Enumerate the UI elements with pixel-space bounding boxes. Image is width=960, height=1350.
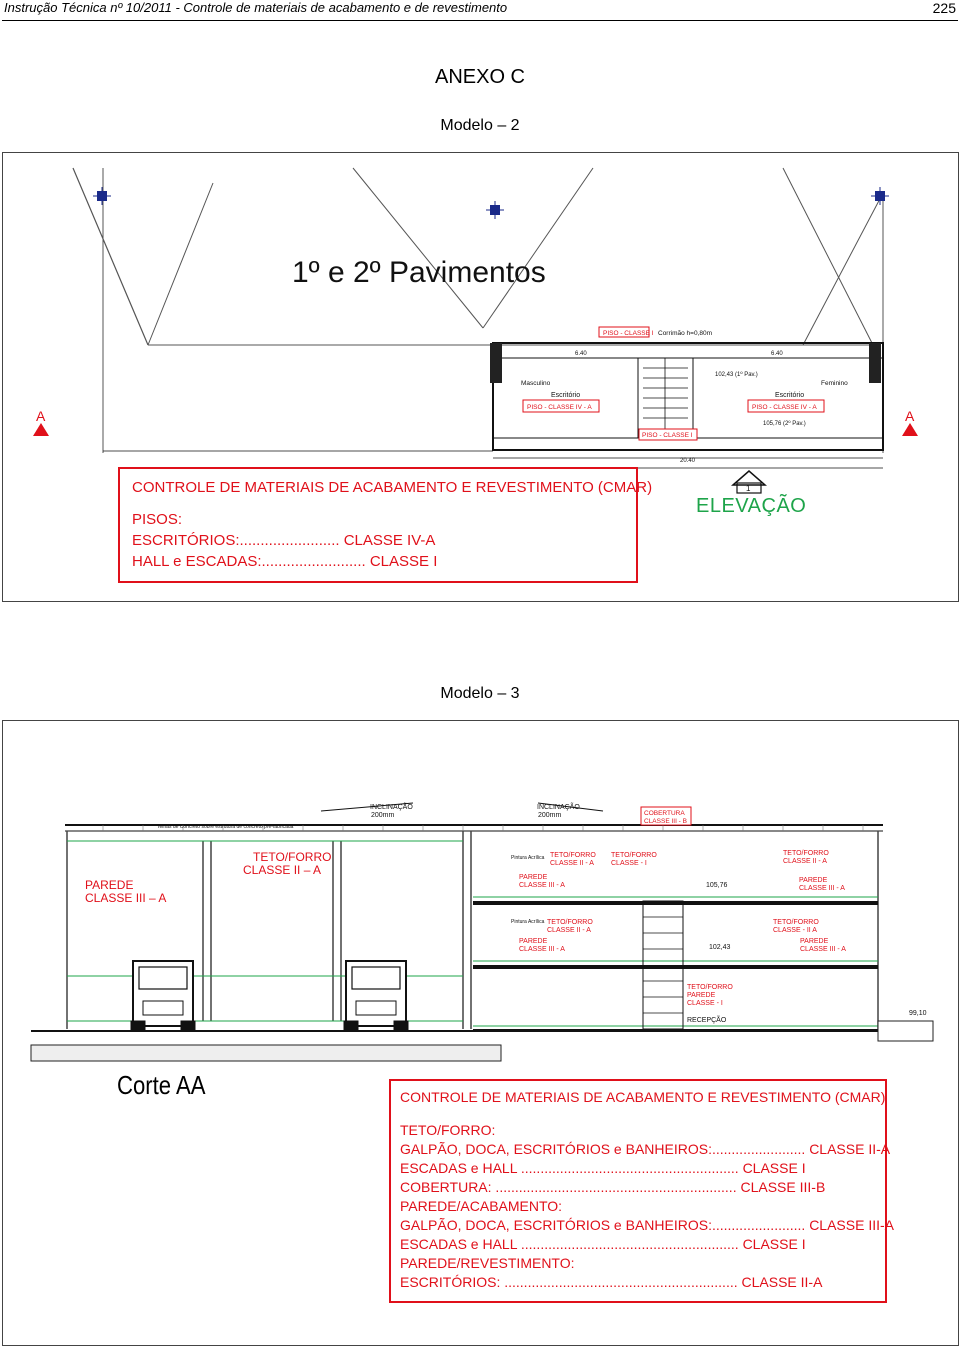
svg-text:CLASSE - I: CLASSE - I [611, 860, 647, 867]
svg-text:PISO - CLASSE I: PISO - CLASSE I [603, 330, 654, 337]
model3-drawing-frame: INCLINAÇÃO 200mm INCLINAÇÃO 200mm COBERT… [2, 720, 959, 1346]
page-number: 225 [932, 0, 956, 16]
svg-text:TETO/FORRO: TETO/FORRO [783, 850, 829, 857]
svg-text:PAREDE: PAREDE [519, 938, 548, 945]
svg-text:RECEPÇÃO: RECEPÇÃO [687, 1015, 727, 1024]
svg-text:6.40: 6.40 [771, 351, 783, 357]
svg-text:TETO/FORRO: TETO/FORRO [687, 984, 733, 991]
section-title: Corte AA [117, 1070, 206, 1100]
svg-text:Telhas de Concreto sobre estru: Telhas de Concreto sobre estrutura de co… [157, 824, 294, 830]
svg-text:CLASSE - I: CLASSE - I [687, 1000, 723, 1007]
svg-text:Masculino: Masculino [521, 380, 551, 387]
svg-text:99,10: 99,10 [909, 1010, 927, 1017]
svg-text:CLASSE III - A: CLASSE III - A [519, 946, 565, 953]
plan-title: 1º e 2º Pavimentos [292, 256, 546, 289]
annex-title: ANEXO C [434, 66, 526, 88]
cmar-line: HALL e ESCADAS:.........................… [132, 553, 438, 570]
elevation-label: ELEVAÇÃO [696, 495, 807, 517]
svg-text:PAREDE: PAREDE [519, 874, 548, 881]
svg-text:Pintura Acrílica: Pintura Acrílica [511, 919, 545, 925]
section-drawing: INCLINAÇÃO 200mm INCLINAÇÃO 200mm COBERT… [30, 802, 934, 1062]
cmar-line: GALPÃO, DOCA, ESCRITÓRIOS e BANHEIROS:..… [400, 1217, 895, 1233]
column-markers [93, 187, 889, 219]
svg-text:TETO/FORRO: TETO/FORRO [550, 852, 596, 859]
svg-text:TETO/FORRO: TETO/FORRO [773, 919, 819, 926]
svg-text:COBERTURA: COBERTURA [644, 810, 685, 817]
svg-text:PISO - CLASSE IV - A: PISO - CLASSE IV - A [527, 404, 592, 411]
truck-icon [343, 960, 409, 1032]
svg-text:CLASSE III - A: CLASSE III - A [800, 946, 846, 953]
svg-text:TETO/FORRO: TETO/FORRO [253, 850, 331, 864]
floor-plan-drawing: 1º e 2º Pavimentos PISO - CLASSE I Corri… [33, 167, 918, 494]
cmar-title: CONTROLE DE MATERIAIS DE ACABAMENTO E RE… [400, 1089, 886, 1105]
svg-text:200mm: 200mm [538, 812, 562, 819]
svg-text:INCLINAÇÃO: INCLINAÇÃO [537, 802, 580, 811]
cmar-line: PAREDE/ACABAMENTO: [400, 1198, 563, 1214]
svg-text:CLASSE II – A: CLASSE II – A [243, 863, 321, 877]
cmar-line: PAREDE/REVESTIMENTO: [400, 1255, 575, 1271]
cmar-line: PISOS: [132, 511, 183, 528]
svg-text:PISO - CLASSE I: PISO - CLASSE I [642, 432, 693, 439]
model2-label: Modelo – 2 [440, 117, 520, 134]
svg-text:200mm: 200mm [371, 812, 395, 819]
svg-text:A: A [36, 408, 46, 424]
cmar-title: CONTROLE DE MATERIAIS DE ACABAMENTO E RE… [132, 479, 653, 496]
section-marker-left: A [33, 408, 49, 436]
svg-text:CLASSE III – A: CLASSE III – A [85, 891, 166, 905]
model3-label: Modelo – 3 [440, 685, 520, 702]
cmar-line: ESCADAS e HALL .........................… [400, 1236, 806, 1252]
svg-text:PAREDE: PAREDE [85, 878, 133, 892]
truck-icon [130, 960, 196, 1032]
header-divider [2, 20, 958, 21]
svg-text:CLASSE III - B: CLASSE III - B [644, 818, 687, 825]
cmar-box-model2: CONTROLE DE MATERIAIS DE ACABAMENTO E RE… [118, 467, 652, 583]
cmar-line: TETO/FORRO: [400, 1122, 496, 1138]
svg-text:CLASSE II - A: CLASSE II - A [783, 858, 827, 865]
svg-text:CLASSE II - A: CLASSE II - A [550, 860, 594, 867]
cmar-line: GALPÃO, DOCA, ESCRITÓRIOS e BANHEIROS:..… [400, 1141, 891, 1157]
cmar-line: ESCADAS e HALL .........................… [400, 1160, 806, 1176]
svg-text:CLASSE III - A: CLASSE III - A [799, 885, 845, 892]
svg-text:1: 1 [746, 484, 751, 493]
svg-text:Corrimão h=0,80m: Corrimão h=0,80m [658, 330, 712, 337]
svg-text:PAREDE: PAREDE [687, 992, 716, 999]
svg-text:105,76 (2º Pav.): 105,76 (2º Pav.) [763, 420, 806, 427]
svg-text:Escritório: Escritório [551, 392, 580, 399]
model2-drawing-frame: 1º e 2º Pavimentos PISO - CLASSE I Corri… [2, 152, 959, 602]
svg-text:TETO/FORRO: TETO/FORRO [611, 852, 657, 859]
svg-text:INCLINAÇÃO: INCLINAÇÃO [370, 802, 413, 811]
cmar-line: ESCRITÓRIOS:........................ CLA… [132, 532, 436, 549]
svg-text:102,43 (1º Pav.): 102,43 (1º Pav.) [715, 371, 758, 378]
svg-text:PAREDE: PAREDE [800, 938, 829, 945]
svg-text:6.40: 6.40 [575, 351, 587, 357]
svg-text:CLASSE - II A: CLASSE - II A [773, 927, 817, 934]
svg-text:PISO - CLASSE IV - A: PISO - CLASSE IV - A [752, 404, 817, 411]
svg-text:Escritório: Escritório [775, 392, 804, 399]
svg-text:PAREDE: PAREDE [799, 877, 828, 884]
elevation-marker-icon: 1 [731, 470, 767, 494]
svg-text:Pintura Acrílica: Pintura Acrílica [511, 855, 545, 861]
svg-text:Feminino: Feminino [821, 380, 848, 387]
svg-text:CLASSE III - A: CLASSE III - A [519, 882, 565, 889]
cmar-line: COBERTURA: .............................… [400, 1179, 826, 1195]
section-marker-right: A [902, 408, 918, 436]
cmar-box-model3: CONTROLE DE MATERIAIS DE ACABAMENTO E RE… [389, 1079, 894, 1303]
svg-text:105,76: 105,76 [706, 882, 728, 889]
document-title: Instrução Técnica nº 10/2011 - Controle … [4, 0, 508, 15]
svg-text:TETO/FORRO: TETO/FORRO [547, 919, 593, 926]
svg-text:102,43: 102,43 [709, 944, 731, 951]
svg-text:CLASSE II - A: CLASSE II - A [547, 927, 591, 934]
cmar-line: ESCRITÓRIOS: ...........................… [400, 1274, 823, 1290]
svg-text:20.40: 20.40 [680, 458, 696, 464]
svg-text:A: A [905, 408, 915, 424]
